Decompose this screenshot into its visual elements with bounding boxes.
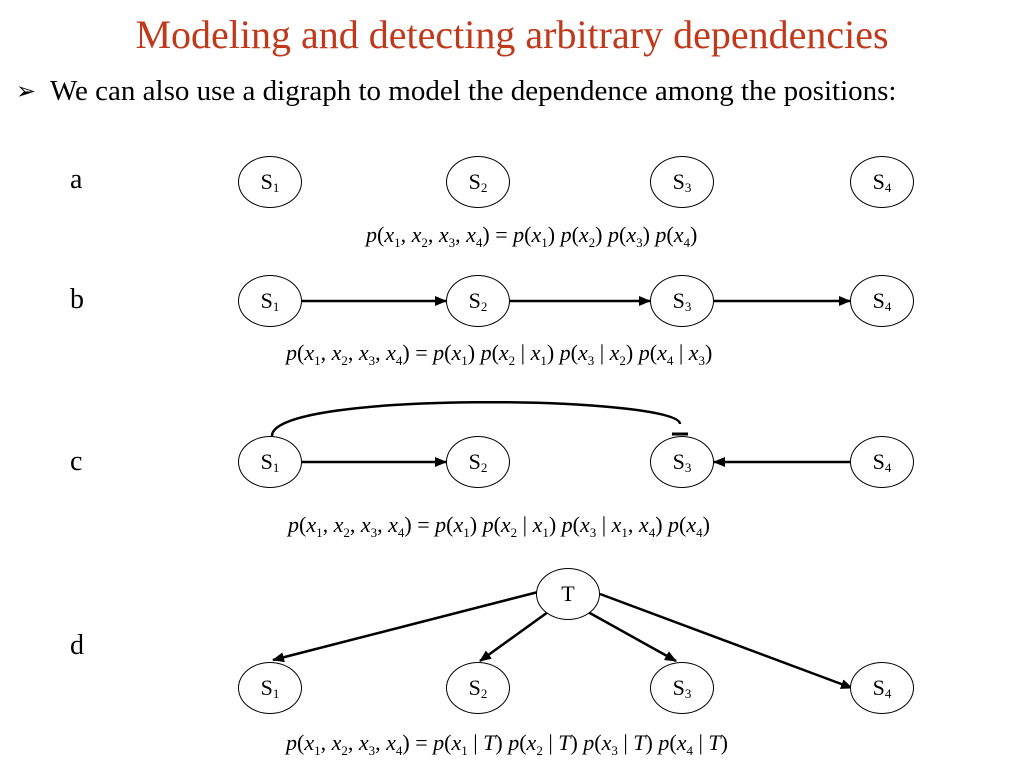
- formula-a: p(x1, x2, x3, x4) = p(x1) p(x2) p(x3) p(…: [366, 222, 698, 250]
- row-label-c: c: [70, 446, 83, 477]
- edge-d-t-s3: [587, 610, 677, 663]
- node-subscript: 3: [684, 686, 692, 701]
- node-subscript: 3: [684, 299, 692, 314]
- node-letter: S: [468, 675, 481, 700]
- edge-d-t-s2: [479, 610, 549, 663]
- node-letter: S: [468, 288, 481, 313]
- node-subscript: 4: [884, 460, 892, 475]
- arrow-bullet-icon: ➢: [16, 77, 37, 105]
- node-letter: S: [260, 288, 273, 313]
- row-label-a: a: [70, 164, 83, 195]
- node-subscript: 2: [480, 299, 488, 314]
- node-subscript: 3: [684, 460, 692, 475]
- edge-c-s1-s3-arc: [270, 401, 682, 437]
- edge-d-t-s4: [599, 592, 853, 690]
- node-letter: S: [672, 169, 685, 194]
- node-letter: S: [468, 169, 481, 194]
- node-letter: S: [672, 288, 685, 313]
- node-subscript: 2: [480, 180, 488, 195]
- node-subscript: 1: [272, 686, 280, 701]
- node-subscript: 1: [272, 460, 280, 475]
- node-subscript: 4: [884, 686, 892, 701]
- row-label-b: b: [70, 284, 84, 315]
- node-subscript: 1: [272, 299, 280, 314]
- node-letter: S: [872, 288, 885, 313]
- edge-d-t-s1: [272, 590, 539, 663]
- node-subscript: 1: [272, 180, 280, 195]
- slide-title: Modeling and detecting arbitrary depende…: [135, 12, 889, 57]
- node-subscript: 3: [684, 180, 692, 195]
- node-d-t: T: [536, 568, 600, 620]
- node-letter: S: [468, 449, 481, 474]
- formula-d: p(x1, x2, x3, x4) = p(x1 | T) p(x2 | T) …: [286, 730, 728, 758]
- node-letter: T: [561, 581, 575, 606]
- row-label-d: d: [70, 630, 84, 661]
- node-subscript: 4: [884, 299, 892, 314]
- node-letter: S: [260, 169, 273, 194]
- node-subscript: 2: [480, 686, 488, 701]
- node-letter: S: [260, 449, 273, 474]
- node-subscript: 2: [480, 460, 488, 475]
- formula-c: p(x1, x2, x3, x4) = p(x1) p(x2 | x1) p(x…: [288, 512, 710, 540]
- node-letter: S: [260, 675, 273, 700]
- node-subscript: 4: [884, 180, 892, 195]
- node-letter: S: [872, 449, 885, 474]
- node-letter: S: [872, 169, 885, 194]
- bullet-text: We can also use a digraph to model the d…: [50, 75, 897, 107]
- node-letter: S: [672, 449, 685, 474]
- node-letter: S: [672, 675, 685, 700]
- formula-b: p(x1, x2, x3, x4) = p(x1) p(x2 | x1) p(x…: [286, 340, 713, 368]
- node-letter: S: [872, 675, 885, 700]
